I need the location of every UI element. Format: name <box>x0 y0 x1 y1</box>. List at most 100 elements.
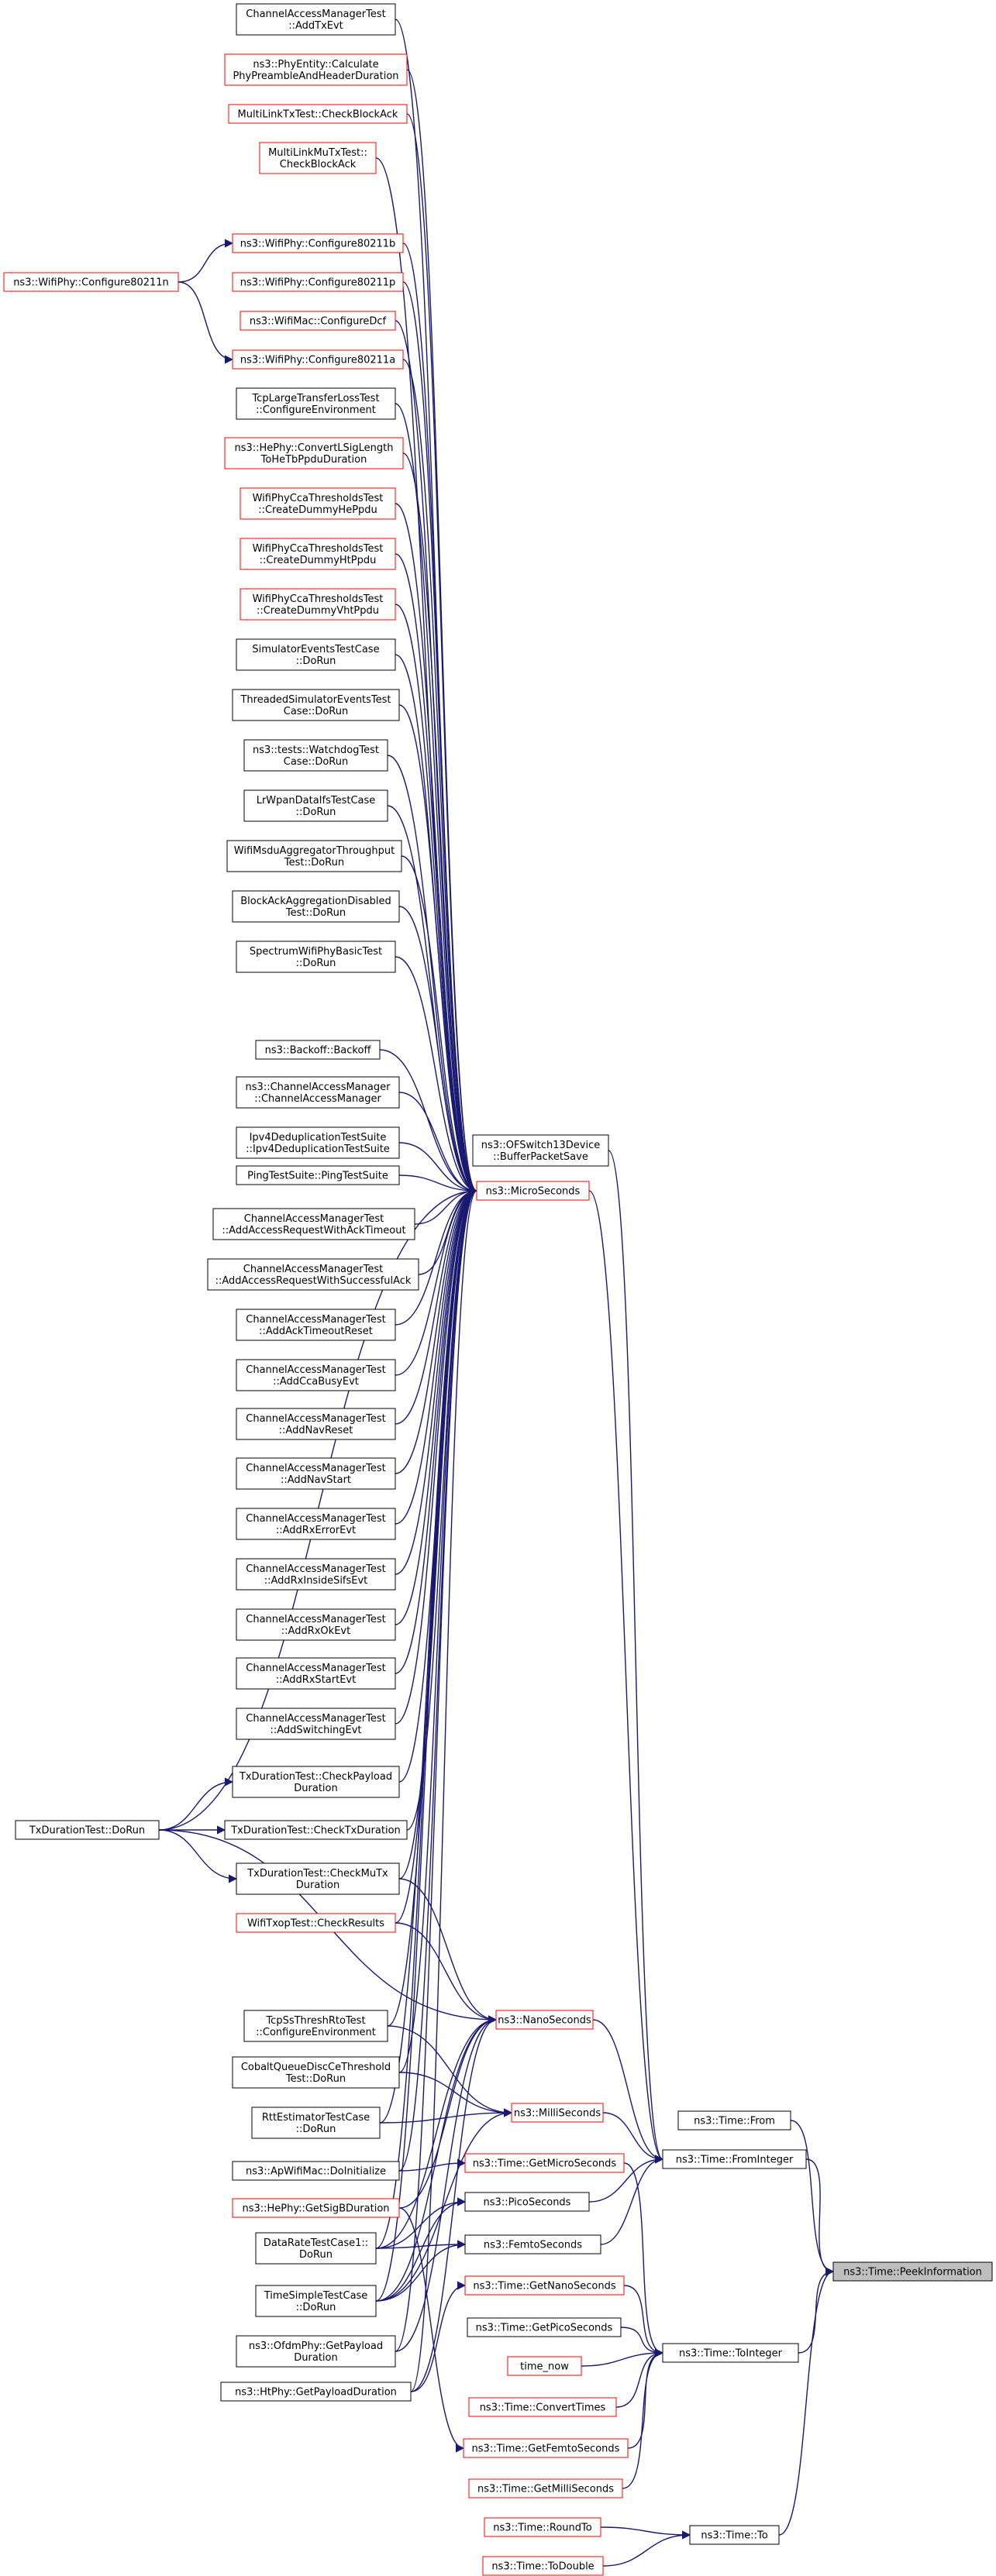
node-channelaccessmanagertest-addrxerrorevt[interactable]: ChannelAccessManagerTest::AddRxErrorEvt <box>236 1508 396 1540</box>
node-channelaccessmanagertest-addrxinsidesifsevt[interactable]: ChannelAccessManagerTest::AddRxInsideSif… <box>236 1558 396 1591</box>
node-channelaccessmanagertest-addrxstartevt[interactable]: ChannelAccessManagerTest::AddRxStartEvt <box>236 1657 396 1690</box>
node-ns3-microseconds[interactable]: ns3::MicroSeconds <box>476 1181 590 1201</box>
node-ns3-wifiphy-configure80211a[interactable]: ns3::WifiPhy::Configure80211a <box>232 349 404 370</box>
node-ns3-time-getmilliseconds[interactable]: ns3::Time::GetMilliSeconds <box>468 2478 623 2499</box>
node-wifiphyccathresholdstest-createdummyhtppdu[interactable]: WifiPhyCcaThresholdsTest::CreateDummyHtP… <box>240 538 396 570</box>
node-multilinktxtest-checkblockack[interactable]: MultiLinkTxTest::CheckBlockAck <box>228 104 408 124</box>
node-ns3-ofdmphy-getpayloadduration[interactable]: ns3::OfdmPhy::GetPayloadDuration <box>236 2335 396 2368</box>
node-ns3-backoff-backoff[interactable]: ns3::Backoff::Backoff <box>255 1040 381 1060</box>
node-rttestimatortestcase-dorun[interactable]: RttEstimatorTestCase::DoRun <box>251 2107 381 2139</box>
edge-n48-n56 <box>375 2197 467 2302</box>
node-box <box>482 2556 604 2576</box>
node-label-line: TxDurationTest::CheckPayload <box>239 1771 392 1783</box>
node-channelaccessmanagertest-addswitchingevt[interactable]: ChannelAccessManagerTest::AddSwitchingEv… <box>236 1708 396 1740</box>
node-ns3-time-todouble[interactable]: ns3::Time::ToDouble <box>482 2556 604 2576</box>
node-label-line: Test::DoRun <box>285 2073 346 2085</box>
node-ns3-wifiphy-configure80211p[interactable]: ns3::WifiPhy::Configure80211p <box>232 272 404 292</box>
node-ns3-time-converttimes[interactable]: ns3::Time::ConvertTimes <box>468 2397 617 2417</box>
edge-n50-n52 <box>410 1186 478 2392</box>
node-label-line: ::CreateDummyVhtPpdu <box>257 605 379 617</box>
node-box <box>232 689 400 721</box>
node-time-now[interactable]: time_now <box>507 2356 582 2376</box>
node-dataratetestcase1-dorun[interactable]: DataRateTestCase1::DoRun <box>255 2232 377 2265</box>
node-ns3-time-getmicroseconds[interactable]: ns3::Time::GetMicroSeconds <box>464 2153 625 2173</box>
edge-n50-n53 <box>410 2015 498 2392</box>
edge-n69-n70 <box>778 2267 835 2536</box>
node-ns3-picoseconds[interactable]: ns3::PicoSeconds <box>464 2192 590 2212</box>
node-pingtestsuite-pingtestsuite[interactable]: PingTestSuite::PingTestSuite <box>236 1165 400 1185</box>
node-ns3-time-from[interactable]: ns3::Time::From <box>677 2110 791 2131</box>
node-label-line: SpectrumWifiPhyBasicTest <box>250 946 382 958</box>
edge-n48-n57 <box>375 2240 467 2302</box>
edge-n20-n52 <box>398 906 478 1195</box>
node-wifiphyccathresholdstest-createdummyvhtppdu[interactable]: WifiPhyCcaThresholdsTest::CreateDummyVht… <box>240 588 396 621</box>
node-ns3-nanoseconds[interactable]: ns3::NanoSeconds <box>495 2010 594 2030</box>
node-label-line: ns3::OfdmPhy::GetPayload <box>249 2340 383 2352</box>
node-box <box>236 1408 396 1440</box>
node-simulatoreventstestcase-dorun[interactable]: SimulatorEventsTestCase::DoRun <box>236 638 396 671</box>
node-label-line: ChannelAccessManagerTest <box>246 1463 385 1474</box>
edge-n34-n52 <box>395 1186 478 1625</box>
node-multilinkmutxtest-checkblockack[interactable]: MultiLinkMuTxTest::CheckBlockAck <box>259 142 377 174</box>
node-ipv4deduplicationtestsuite-ipv4deduplicationtestsuite[interactable]: Ipv4DeduplicationTestSuite::Ipv4Deduplic… <box>236 1126 400 1159</box>
node-ns3-hephy-getsigbduration[interactable]: ns3::HePhy::GetSigBDuration <box>232 2198 400 2218</box>
node-ns3-time-to[interactable]: ns3::Time::To <box>689 2525 780 2545</box>
node-wifiphyccathresholdstest-createdummyheppdu[interactable]: WifiPhyCcaThresholdsTest::CreateDummyHeP… <box>240 487 396 520</box>
node-ns3-apwifimac-doinitialize[interactable]: ns3::ApWifiMac::DoInitialize <box>232 2161 400 2181</box>
node-label-line: ChannelAccessManagerTest <box>243 1264 383 1275</box>
node-ns3-htphy-getpayloadduration[interactable]: ns3::HtPhy::GetPayloadDuration <box>220 2382 412 2402</box>
node-timesimpletestcase-dorun[interactable]: TimeSimpleTestCase::DoRun <box>255 2285 377 2317</box>
node-ns3-time-tointeger[interactable]: ns3::Time::ToInteger <box>662 2343 799 2363</box>
node-ns3-time-getfemtoseconds[interactable]: ns3::Time::GetFemtoSeconds <box>463 2438 629 2458</box>
node-ns3-wifiphy-configure80211n[interactable]: ns3::WifiPhy::Configure80211n <box>3 272 179 292</box>
node-tcpssthreshrtotest-configureenvironment[interactable]: TcpSsThreshRtoTest::ConfigureEnvironment <box>243 2010 388 2042</box>
node-ns3-time-roundto[interactable]: ns3::Time::RoundTo <box>484 2517 601 2537</box>
node-ns3-wifimac-configuredcf[interactable]: ns3::WifiMac::ConfigureDcf <box>240 311 396 331</box>
node-box <box>207 1258 419 1291</box>
node-box <box>251 2107 381 2139</box>
node-ns3-milliseconds[interactable]: ns3::MilliSeconds <box>511 2103 604 2123</box>
edge-n63-n68 <box>622 2348 664 2489</box>
node-txdurationtest-checktxduration[interactable]: TxDurationTest::CheckTxDuration <box>224 1820 408 1840</box>
node-tcplargetransferlosstest-configureenvironment[interactable]: TcpLargeTransferLossTest::ConfigureEnvir… <box>236 387 396 420</box>
node-channelaccessmanagertest-addnavstart[interactable]: ChannelAccessManagerTest::AddNavStart <box>236 1457 396 1490</box>
node-lrwpandataifstestcase-dorun[interactable]: LrWpanDataIfsTestCase::DoRun <box>243 789 388 822</box>
node-ns3-wifiphy-configure80211b[interactable]: ns3::WifiPhy::Configure80211b <box>232 233 404 253</box>
node-txdurationtest-dorun[interactable]: TxDurationTest::DoRun <box>15 1820 160 1840</box>
node-box <box>236 1359 396 1391</box>
edge-n21-n52 <box>395 956 478 1195</box>
node-box <box>240 487 396 520</box>
node-ns3-time-getnanoseconds[interactable]: ns3::Time::GetNanoSeconds <box>464 2275 625 2296</box>
node-label-line: ::BufferPacketSave <box>493 1151 588 1163</box>
node-channelaccessmanagertest-addccabusyevt[interactable]: ChannelAccessManagerTest::AddCcaBusyEvt <box>236 1359 396 1391</box>
node-channelaccessmanagertest-addaccessrequestwithacktimeout[interactable]: ChannelAccessManagerTest::AddAccessReque… <box>212 1208 415 1240</box>
node-ns3-channelaccessmanager-channelaccessmanager[interactable]: ns3::ChannelAccessManager::ChannelAccess… <box>236 1076 400 1109</box>
edge-n48-n52 <box>375 1186 478 2302</box>
node-box <box>484 2517 601 2537</box>
node-ns3-time-peekinformation[interactable]: ns3::Time::PeekInformation <box>832 2261 993 2282</box>
node-ns3-phyentity-calculatephypreambleandheaderduration[interactable]: ns3::PhyEntity::CalculatePhyPreambleAndH… <box>224 53 408 86</box>
node-box <box>243 2010 388 2042</box>
node-channelaccessmanagertest-addaccessrequestwithsuccessfulack[interactable]: ChannelAccessManagerTest::AddAccessReque… <box>207 1258 419 1291</box>
node-channelaccessmanagertest-addacktimeoutreset[interactable]: ChannelAccessManagerTest::AddAckTimeoutR… <box>236 1309 396 1341</box>
node-spectrumwifiphybasictest-dorun[interactable]: SpectrumWifiPhyBasicTest::DoRun <box>236 941 396 973</box>
edge-n16-n52 <box>398 704 478 1195</box>
node-label-line: ns3::FemtoSeconds <box>484 2240 582 2251</box>
node-ns3-ofswitch13device-bufferpacketsave[interactable]: ns3::OFSwitch13Device::BufferPacketSave <box>472 1134 609 1167</box>
node-ns3-time-getpicoseconds[interactable]: ns3::Time::GetPicoSeconds <box>467 2317 622 2337</box>
node-channelaccessmanagertest-addtxevt[interactable]: ChannelAccessManagerTest::AddTxEvt <box>236 3 396 36</box>
node-ns3-femtoseconds[interactable]: ns3::FemtoSeconds <box>464 2234 601 2254</box>
node-wifitxoptest-checkresults[interactable]: WifiTxopTest::CheckResults <box>236 1913 396 1933</box>
node-ns3-time-frominteger[interactable]: ns3::Time::FromInteger <box>662 2149 807 2169</box>
node-channelaccessmanagertest-addrxokevt[interactable]: ChannelAccessManagerTest::AddRxOkEvt <box>236 1608 396 1641</box>
node-channelaccessmanagertest-addnavreset[interactable]: ChannelAccessManagerTest::AddNavReset <box>236 1408 396 1440</box>
node-ns3-hephy-convertlsiglengthtohetbppduduration[interactable]: ns3::HePhy::ConvertLSigLengthToHeTbPpduD… <box>224 437 404 469</box>
